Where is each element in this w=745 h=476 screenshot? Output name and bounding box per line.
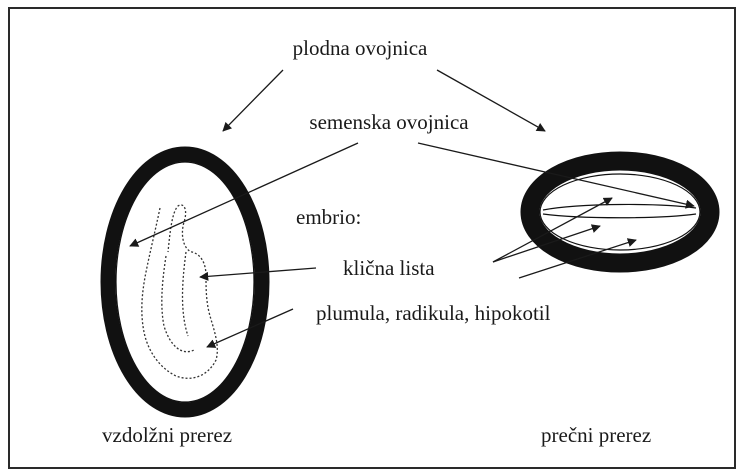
label-plumule-radicle-hypocotyl: plumula, radikula, hipokotil [316,301,551,325]
cross-pericarp-ring [530,161,710,263]
longitudinal-embryo-inner [162,256,194,352]
longitudinal-section-seed [108,154,262,410]
label-pericarp: plodna ovojnica [293,36,428,60]
longitudinal-embryo-outline [142,205,217,378]
label-embryo: embrio: [296,205,361,229]
cross-cotyledons [543,204,696,217]
arrow-pericarp-left [223,70,283,131]
arrow-seed-coat-right [418,143,694,206]
label-cross-section: prečni prerez [541,423,651,447]
label-cotyledons: klična lista [343,256,435,280]
cross-section-seed [530,161,710,263]
longitudinal-seed-coat [116,162,254,402]
longitudinal-embryo-axis [183,252,189,336]
label-longitudinal-section: vzdolžni prerez [102,423,232,447]
longitudinal-pericarp-ring [108,154,262,410]
label-seed-coat: semenska ovojnica [309,110,469,134]
